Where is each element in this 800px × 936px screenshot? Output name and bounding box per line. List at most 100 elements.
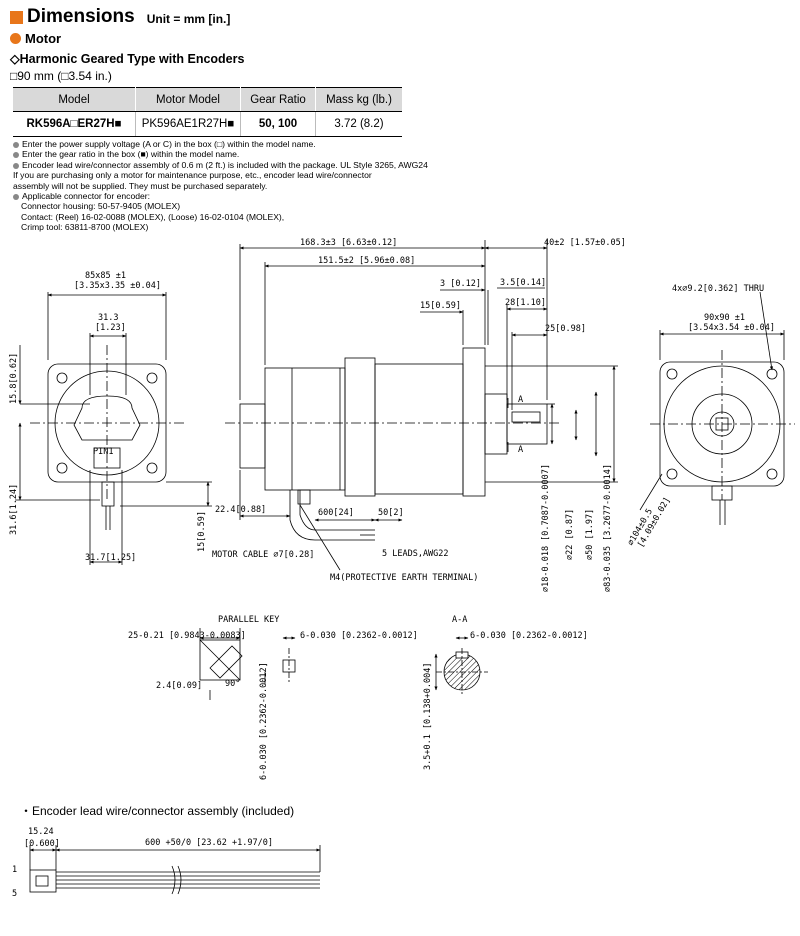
- dim-3-5-label: 3.5[0.14]: [500, 278, 546, 288]
- note-item: Connector housing: 50-57-9405 (MOLEX): [21, 201, 181, 212]
- side-view: [225, 240, 618, 571]
- earth-terminal: [297, 489, 311, 505]
- phi50-label: ∅50 [1.97]: [585, 509, 595, 560]
- gear-flange: [344, 357, 376, 497]
- dim-15-24-label: 15.24: [28, 827, 54, 837]
- dim-3-label: 3 [0.12]: [440, 279, 481, 289]
- break-mark: [171, 865, 176, 895]
- dim-31-3-label-in: [1.23]: [95, 323, 126, 333]
- cell-gear-ratio: 50, 100: [240, 111, 316, 137]
- pin-5-label: 5: [12, 889, 17, 899]
- dim-90-label-in: [3.54x3.54 ±0.04]: [688, 323, 775, 333]
- thru-hole: [666, 468, 678, 480]
- note-item: Encoder lead wire/connector assembly of …: [13, 160, 433, 170]
- cell-motor-model: PK596AE1R27H■: [135, 111, 241, 137]
- section-aa-view: [434, 636, 488, 696]
- dim-151-5-label: 151.5±2 [5.96±0.08]: [318, 256, 415, 266]
- dim-31-7-label: 31.7[1.25]: [85, 553, 136, 563]
- pcd-leader: [639, 473, 663, 511]
- mount-hole: [56, 462, 68, 474]
- col-mass: Mass kg (lb.): [315, 87, 402, 112]
- dim-85-label: 85x85 ±1: [85, 271, 126, 281]
- leader-line: [299, 504, 341, 571]
- note-item: Enter the gear ratio in the box (■) with…: [13, 149, 433, 159]
- note-item: assembly will not be supplied. They must…: [13, 180, 268, 191]
- pk-2-4-label: 2.4[0.09]: [156, 681, 202, 691]
- dim-600-label: 600[24]: [318, 508, 354, 518]
- col-model: Model: [13, 87, 136, 112]
- notes: Enter the power supply voltage (A or C) …: [13, 139, 433, 233]
- phi83-label: ∅83-0.035 [3.2677-0.0014]: [603, 464, 613, 592]
- dim-40-label: 40±2 [1.57±0.05]: [544, 238, 626, 248]
- pk-6v-label: 6-0.030 [0.2362-0.0012]: [259, 662, 269, 780]
- section-a-top: A: [518, 395, 523, 405]
- side-view-labels: 168.3±3 [6.63±0.12] 151.5±2 [5.96±0.08] …: [212, 238, 626, 592]
- pk-25-label: 25-0.21 [0.9843-0.0083]: [128, 631, 246, 641]
- parallel-key-labels: PARALLEL KEY 25-0.21 [0.9843-0.0083] 6-0…: [128, 615, 418, 780]
- cell-mass: 3.72 (8.2): [315, 111, 402, 137]
- col-gear-ratio: Gear Ratio: [240, 87, 316, 112]
- table-row: RK596A□ER27H■ PK596AE1R27H■ 50, 100 3.72…: [13, 111, 402, 137]
- break-mark: [177, 865, 182, 895]
- dimensions-heading: Dimensions Unit = mm [in.]: [10, 6, 230, 28]
- phi22-label: ∅22 [0.87]: [565, 509, 575, 560]
- parallel-key-title: PARALLEL KEY: [218, 615, 279, 625]
- dim-85-label-in: [3.35x3.35 ±0.04]: [74, 281, 161, 291]
- key-chamfer: [209, 645, 243, 679]
- cell-model: RK596A□ER27H■: [13, 111, 136, 137]
- unit-label: Unit = mm [in.]: [146, 12, 231, 26]
- dim-600-lead-label: 600 +50/0 [23.62 +1.97/0]: [145, 838, 273, 848]
- dim-90-label: 90x90 ±1: [704, 313, 745, 323]
- encoder-cover: [73, 395, 141, 441]
- note-item: Contact: (Reel) 16-02-0088 (MOLEX), (Loo…: [21, 211, 285, 222]
- output-shaft: [506, 403, 548, 445]
- aa-3-5-label: 3.5+0.1 [0.138+0.004]: [423, 663, 433, 770]
- dim-15h-label: 15[0.59]: [420, 301, 461, 311]
- type-subtitle: ◇Harmonic Geared Type with Encoders: [10, 52, 245, 66]
- table-header-row: Model Motor Model Gear Ratio Mass kg (lb…: [13, 87, 402, 112]
- square-bullet-icon: [10, 10, 23, 24]
- dim-31-6-label: 31.6[1.24]: [9, 484, 19, 535]
- key-diagonal: [199, 639, 241, 681]
- thru-hole: [766, 368, 778, 380]
- pin1-label: PIN1: [93, 447, 113, 457]
- dim-31-3-label: 31.3: [98, 313, 118, 323]
- parallel-key-view: [199, 628, 296, 700]
- bullet-icon: [13, 152, 19, 159]
- output-flange: [462, 347, 486, 497]
- connector-latch: [35, 875, 49, 887]
- section-aa-title: A-A: [452, 615, 467, 625]
- dim-28-label: 28[1.10]: [505, 298, 546, 308]
- section-aa-labels: A-A 6-0.030 [0.2362-0.0012] 3.5+0.1 [0.1…: [423, 615, 588, 770]
- pin-1-label: 1: [12, 865, 17, 875]
- motor-cable-label: MOTOR CABLE ∅7[0.28]: [212, 550, 314, 560]
- thru-hole: [766, 468, 778, 480]
- holes-leader: [759, 291, 774, 371]
- connector-housing: [29, 869, 57, 893]
- front-view-labels: 85x85 ±1 [3.35x3.35 ±0.04] 31.3 [1.23] 1…: [9, 271, 207, 563]
- key-side: [199, 639, 241, 681]
- mount-hole: [146, 372, 158, 384]
- dim-168-3-label: 168.3±3 [6.63±0.12]: [300, 238, 397, 248]
- note-item: Applicable connector for encoder:: [13, 191, 433, 201]
- phi18-label: ∅18-0.018 [0.7087-0.0007]: [541, 464, 551, 592]
- encoder-section-title: ・Encoder lead wire/connector assembly (i…: [20, 804, 295, 818]
- lead-exit: [101, 481, 115, 507]
- earth-terminal-label: M4(PROTECTIVE EARTH TERMINAL): [330, 573, 478, 583]
- page-title: Dimensions: [27, 6, 135, 27]
- leads-label: 5 LEADS,AWG22: [382, 549, 449, 559]
- circle-bullet-icon: [10, 33, 21, 44]
- note-item: Crimp tool: 63811-8700 (MOLEX): [21, 222, 149, 233]
- note-item: Enter the power supply voltage (A or C) …: [13, 139, 433, 149]
- boss: [484, 393, 508, 455]
- thru-hole: [666, 368, 678, 380]
- section-a-bottom: A: [518, 445, 523, 455]
- aa-6-label: 6-0.030 [0.2362-0.0012]: [470, 631, 588, 641]
- output-end-labels: 4x∅9.2[0.362] THRU 90x90 ±1 [3.54x3.54 ±…: [626, 284, 775, 550]
- mount-hole: [146, 462, 158, 474]
- section-heading: Motor: [10, 31, 61, 46]
- dim-15-label: 15[0.59]: [197, 511, 207, 552]
- motor-body: [264, 367, 346, 491]
- dim-22-4-label: 22.4[0.88]: [215, 505, 266, 515]
